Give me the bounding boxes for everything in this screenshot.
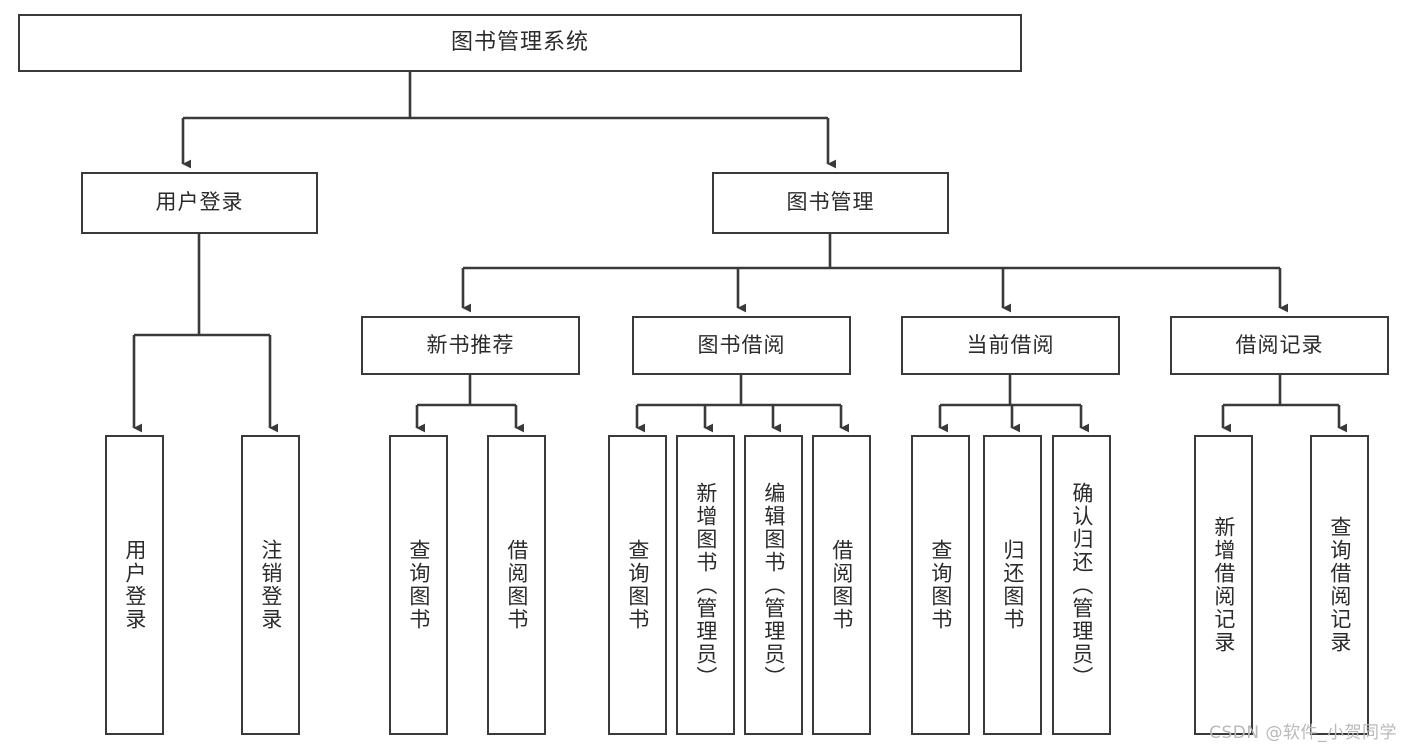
node-leaf-user-logout[interactable]: 注销登录 xyxy=(241,435,300,735)
node-label: 当前借阅 xyxy=(966,332,1055,357)
node-label: 图书管理系统 xyxy=(450,29,589,55)
node-leaf-query-books-2[interactable]: 查询图书 xyxy=(608,435,667,735)
node-book-management[interactable]: 图书管理 xyxy=(712,172,949,234)
watermark-text: CSDN @软件_小贺同学 xyxy=(1209,723,1397,743)
node-leaf-query-books-1[interactable]: 查询图书 xyxy=(389,435,448,735)
node-label: 归还图书 xyxy=(1000,539,1025,631)
node-label: 新增图书（管理员） xyxy=(693,481,718,689)
node-root-book-management-system[interactable]: 图书管理系统 xyxy=(18,14,1022,72)
node-label: 用户登录 xyxy=(122,539,147,631)
node-leaf-edit-book-admin[interactable]: 编辑图书（管理员） xyxy=(744,435,803,735)
node-leaf-query-borrow-record[interactable]: 查询借阅记录 xyxy=(1310,435,1369,735)
node-leaf-return-books[interactable]: 归还图书 xyxy=(983,435,1042,735)
node-label: 查询图书 xyxy=(625,539,650,631)
node-current-borrow[interactable]: 当前借阅 xyxy=(901,316,1120,375)
node-leaf-query-books-3[interactable]: 查询图书 xyxy=(911,435,970,735)
node-label: 图书借阅 xyxy=(697,332,786,357)
node-label: 注销登录 xyxy=(258,539,283,631)
node-label: 查询图书 xyxy=(406,539,431,631)
node-borrow-record[interactable]: 借阅记录 xyxy=(1170,316,1389,375)
node-leaf-user-login[interactable]: 用户登录 xyxy=(105,435,164,735)
node-book-borrow[interactable]: 图书借阅 xyxy=(632,316,851,375)
node-leaf-confirm-return-admin[interactable]: 确认归还（管理员） xyxy=(1052,435,1111,735)
node-label: 新增借阅记录 xyxy=(1211,516,1236,654)
node-user-login[interactable]: 用户登录 xyxy=(81,172,318,234)
node-leaf-borrow-books-1[interactable]: 借阅图书 xyxy=(487,435,546,735)
node-label: 确认归还（管理员） xyxy=(1069,481,1094,689)
node-leaf-add-borrow-record[interactable]: 新增借阅记录 xyxy=(1194,435,1253,735)
node-label: 图书管理 xyxy=(786,190,875,215)
node-leaf-add-book-admin[interactable]: 新增图书（管理员） xyxy=(676,435,735,735)
node-leaf-borrow-books-2[interactable]: 借阅图书 xyxy=(812,435,871,735)
node-label: 借阅记录 xyxy=(1235,332,1324,357)
node-label: 查询借阅记录 xyxy=(1327,516,1352,654)
node-label: 编辑图书（管理员） xyxy=(761,481,786,689)
node-label: 新书推荐 xyxy=(426,332,515,357)
node-new-book-recommend[interactable]: 新书推荐 xyxy=(361,316,580,375)
node-label: 查询图书 xyxy=(928,539,953,631)
node-label: 借阅图书 xyxy=(829,539,854,631)
node-label: 借阅图书 xyxy=(504,539,529,631)
node-label: 用户登录 xyxy=(155,190,244,215)
